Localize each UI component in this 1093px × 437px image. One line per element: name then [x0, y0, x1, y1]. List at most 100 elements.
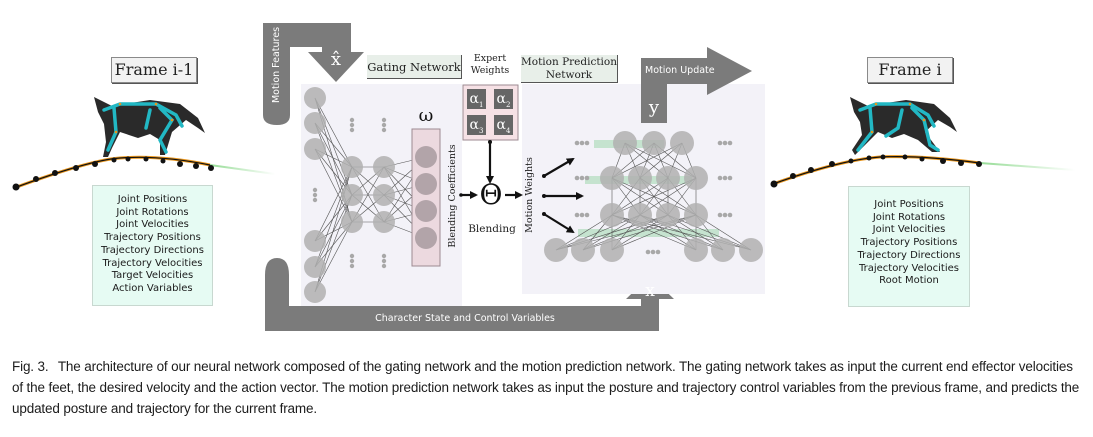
- figure-caption: Fig. 3. The architecture of our neural n…: [12, 356, 1087, 419]
- output-feature: Root Motion: [879, 275, 939, 287]
- input-symbol-xhat: x̂: [330, 49, 342, 70]
- motion-update-label: Motion Update: [645, 65, 715, 76]
- ellipsis-dot: [381, 253, 387, 259]
- frame-prev-label: Frame i-1: [111, 57, 197, 83]
- frame-current-label: Frame i: [867, 57, 953, 83]
- mp-hidden-node: [656, 203, 680, 227]
- gating-network-graph: [304, 87, 427, 303]
- output-features-box: Joint Positions Joint Rotations Joint Ve…: [848, 186, 970, 307]
- input-feature: Action Variables: [112, 282, 193, 294]
- left-wolf-icon: [94, 97, 205, 157]
- output-feature: Joint Velocities: [872, 224, 946, 236]
- alpha-sub: 1: [479, 100, 484, 109]
- gating-edge: [314, 148, 353, 223]
- mp-input-node: [739, 238, 763, 262]
- input-feature: Trajectory Directions: [101, 244, 204, 256]
- ellipsis-dot: [349, 127, 355, 133]
- ellipsis-dot: [381, 117, 387, 123]
- mp-hidden-node: [600, 203, 624, 227]
- gating-hidden-node: [341, 211, 363, 233]
- ellipsis-dot: [584, 140, 590, 146]
- character-state-arrow: [265, 258, 674, 331]
- motion-update-arrow: [641, 47, 752, 123]
- ellipsis-dot: [312, 187, 318, 193]
- motion-features-label: Motion Features: [271, 26, 282, 104]
- left-trajectory: [12, 155, 276, 191]
- mp-hidden-node: [684, 203, 708, 227]
- alpha-base: α: [496, 91, 506, 107]
- blending-coefficients-label: Blending Coefficients: [447, 144, 458, 248]
- expert-alpha-cells: [467, 89, 513, 135]
- ellipsis-dot: [579, 212, 585, 218]
- gating-network-label: Gating Network: [367, 55, 462, 79]
- ellipsis-dot: [349, 253, 355, 259]
- ellipsis-dot: [717, 212, 723, 218]
- mp-hidden-node: [600, 166, 624, 190]
- gating-edge: [314, 221, 353, 293]
- architecture-diagram: Frame i-1 Frame i Joint Positions Joint …: [12, 23, 1076, 331]
- alpha-base: α: [496, 117, 506, 133]
- mp-hidden-node: [628, 203, 652, 227]
- alpha-3: α3: [467, 115, 486, 135]
- ellipsis-dot: [722, 175, 728, 181]
- trajectory-points: [770, 154, 982, 188]
- ellipsis-dot: [579, 175, 585, 181]
- mp-hidden-node: [628, 166, 652, 190]
- right-wolf-icon: [850, 97, 957, 155]
- ellipsis-dot: [645, 249, 651, 255]
- motion-prediction-label-line2: Network: [545, 69, 593, 81]
- ellipsis-dot: [349, 263, 355, 269]
- omega-nodes: [415, 146, 437, 249]
- ellipsis-dot: [727, 212, 733, 218]
- ellipsis-dot: [574, 175, 580, 181]
- blending-coefficient-node: [415, 227, 437, 249]
- motion-features-arrow: [263, 23, 364, 125]
- input-symbol-x: x: [645, 281, 655, 301]
- mp-edge: [555, 214, 641, 251]
- ellipsis-dot: [727, 140, 733, 146]
- mp-edge: [611, 177, 697, 216]
- blending-coefficient-node: [415, 200, 437, 222]
- input-feature: Joint Velocities: [116, 219, 189, 231]
- trajectory-points: [12, 156, 214, 191]
- output-symbol-y: y: [648, 97, 660, 118]
- expert-weight-band: [578, 229, 719, 237]
- omega-symbol: ω: [418, 105, 434, 126]
- ellipsis-dot: [381, 263, 387, 269]
- gating-input-node: [304, 87, 326, 109]
- output-feature: Joint Rotations: [872, 211, 946, 223]
- ellipsis-dot: [655, 249, 661, 255]
- gating-input-node: [304, 112, 326, 134]
- expert-weights-label: Expert Weights: [465, 53, 515, 77]
- gating-input-node: [304, 256, 326, 278]
- mp-edge: [624, 142, 697, 179]
- right-trajectory: [770, 154, 1076, 188]
- gating-edge: [314, 122, 353, 223]
- expert-weights-label-line1: Expert: [473, 53, 507, 64]
- output-feature: Trajectory Directions: [857, 249, 961, 261]
- mp-edge: [611, 214, 697, 251]
- alpha-sub: 4: [506, 126, 511, 135]
- diagram-canvas: [12, 23, 1076, 331]
- gating-hidden-node: [341, 156, 363, 178]
- mp-edge: [611, 142, 683, 179]
- blending-coefficient-node: [415, 146, 437, 168]
- gating-edge: [314, 166, 353, 268]
- ellipsis-dot: [381, 258, 387, 264]
- input-features-box: Joint Positions Joint Rotations Joint Ve…: [92, 185, 213, 306]
- input-feature: Trajectory Velocities: [102, 257, 203, 269]
- alpha-sub: 2: [506, 100, 511, 109]
- alpha-base: α: [469, 91, 479, 107]
- ellipsis-dot: [312, 192, 318, 198]
- ellipsis-dot: [579, 140, 585, 146]
- blending-theta-symbol: Θ: [479, 178, 503, 211]
- gating-hidden-node: [373, 184, 395, 206]
- gating-input-node: [304, 230, 326, 252]
- mp-input-node: [684, 238, 708, 262]
- input-feature: Joint Positions: [117, 194, 188, 205]
- ellipsis-dot: [650, 249, 656, 255]
- mp-hidden-node: [656, 166, 680, 190]
- expert-weights-label-line2: Weights: [470, 65, 510, 76]
- gating-hidden-node: [373, 156, 395, 178]
- mp-output-node: [670, 131, 694, 155]
